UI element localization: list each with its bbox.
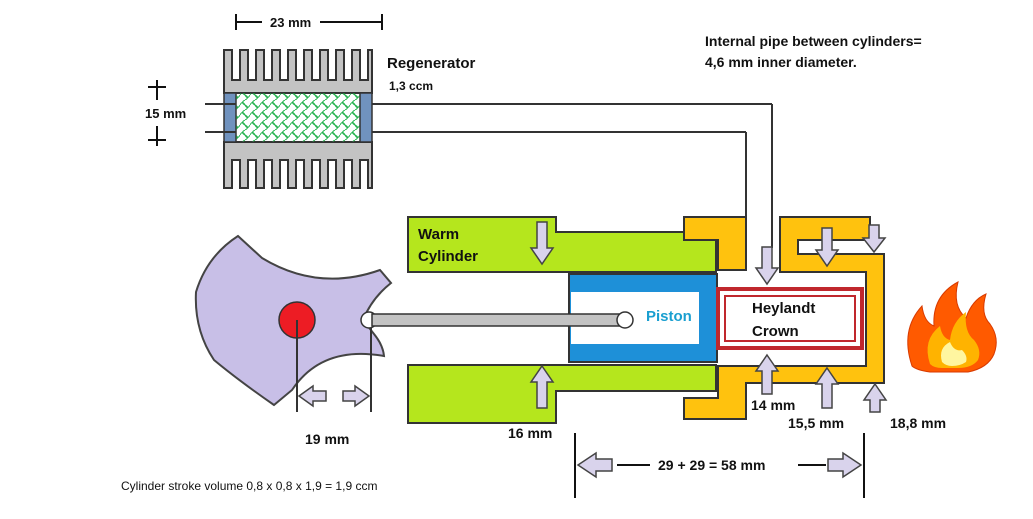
crank-stroke-label: 19 mm [305, 431, 349, 447]
total-length-label: 29 + 29 = 58 mm [658, 457, 765, 473]
heylandt-label-line1: Heylandt [752, 300, 815, 317]
heylandt-label-line2: Crown [752, 323, 799, 340]
total-length-dimension [574, 433, 865, 498]
flywheel [194, 234, 393, 407]
regenerator-top-fins [223, 49, 373, 94]
regenerator-right-seal [359, 92, 373, 143]
regenerator-mesh [235, 92, 361, 143]
crank-stroke-dimension [296, 320, 372, 412]
regenerator-label: Regenerator [387, 55, 476, 72]
regenerator-width-label: 23 mm [270, 15, 311, 30]
crown-dim-label: 14 mm [751, 397, 795, 413]
pipe-note-line2: 4,6 mm inner diameter. [705, 54, 857, 70]
regenerator-volume-label: 1,3 ccm [389, 79, 433, 93]
regenerator-left-seal [223, 92, 237, 143]
piston-label: Piston [646, 308, 692, 325]
stroke-volume-note: Cylinder stroke volume 0,8 x 0,8 x 1,9 =… [121, 479, 377, 493]
regenerator-width-dimension [235, 14, 383, 30]
pipe-note-line1: Internal pipe between cylinders= [705, 33, 922, 49]
heylandt-crown [716, 287, 864, 350]
warm-cylinder-dim-label: 16 mm [508, 425, 552, 441]
warm-cylinder-label-line1: Warm [418, 226, 459, 243]
regenerator-bottom-fins [223, 141, 373, 189]
dimension-arrow-icon [529, 221, 888, 413]
fire-icon [907, 281, 997, 373]
connecting-rod [371, 311, 634, 329]
outer-hot-dim-label: 18,8 mm [890, 415, 946, 431]
regenerator-height-dimension [148, 80, 166, 146]
inner-hot-dim-label: 15,5 mm [788, 415, 844, 431]
regenerator: 23 mm 15 mm [145, 14, 383, 189]
regenerator-height-label: 15 mm [145, 106, 186, 121]
warm-cylinder-label-line2: Cylinder [418, 248, 478, 265]
